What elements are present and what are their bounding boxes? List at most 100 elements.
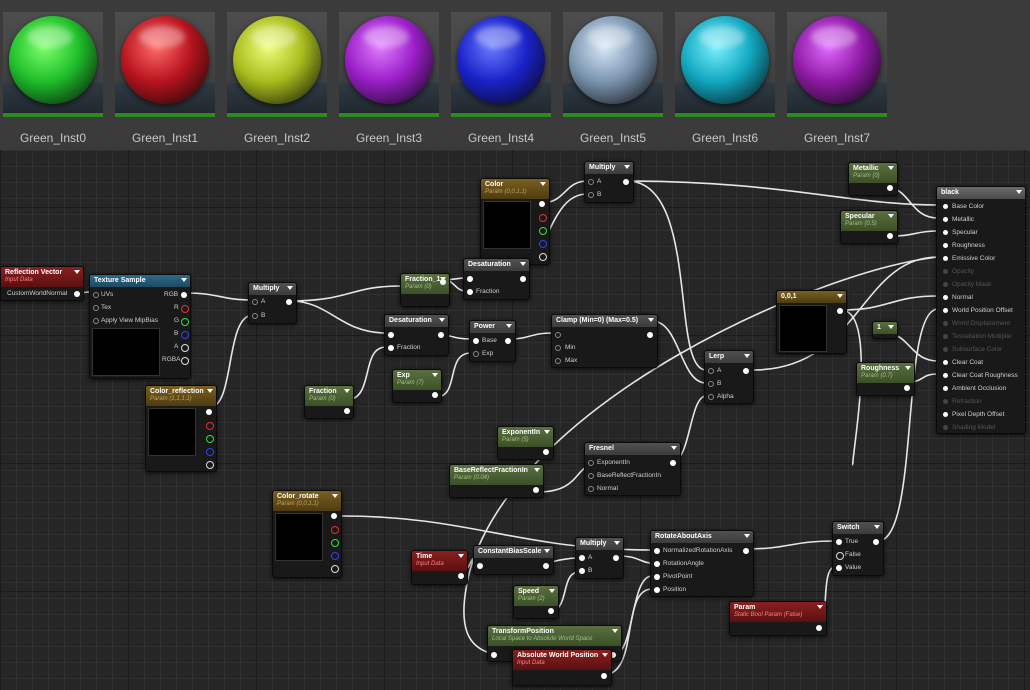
constant-vector-node[interactable]: 0,0,1	[776, 290, 847, 354]
thumbnail-green-inst7[interactable]: Green_Inst7	[787, 12, 887, 147]
output-pin[interactable]	[331, 526, 339, 534]
output-pin[interactable]	[743, 548, 749, 554]
output-pin[interactable]	[539, 227, 547, 235]
material-result-node[interactable]: black Base Color Metallic Specular Rough…	[936, 186, 1026, 434]
input-pin[interactable]	[252, 313, 258, 319]
output-pin[interactable]	[440, 279, 446, 285]
output-pin[interactable]	[887, 185, 893, 191]
output-pin[interactable]	[887, 233, 893, 239]
output-pin[interactable]	[181, 331, 189, 339]
result-pin-metallic[interactable]: Metallic	[943, 216, 974, 223]
output-pin[interactable]	[432, 392, 438, 398]
input-pin[interactable]	[708, 381, 714, 387]
output-pin[interactable]	[816, 625, 822, 631]
result-pin-pixel-depth-offset[interactable]: Pixel Depth Offset	[943, 411, 1004, 418]
thumbnail-green-inst2[interactable]: Green_Inst2	[227, 12, 327, 147]
output-pin[interactable]	[206, 409, 212, 415]
input-pin[interactable]	[708, 368, 714, 374]
multiply-node[interactable]: Multiply A B	[575, 537, 624, 579]
clamp-node[interactable]: Clamp (Min=0) (Max=0.5) Min Max	[551, 314, 658, 368]
thumbnail-green-inst3[interactable]: Green_Inst3	[339, 12, 439, 147]
output-pin[interactable]	[438, 332, 444, 338]
multiply-node[interactable]: Multiply A B	[248, 282, 297, 324]
fresnel-node[interactable]: Fresnel ExponentIn BaseReflectFractionIn…	[584, 442, 681, 496]
output-pin[interactable]	[601, 673, 607, 679]
result-pin-specular[interactable]: Specular	[943, 229, 978, 236]
desaturation-node[interactable]: Desaturation Fraction	[463, 258, 530, 300]
result-pin-clear-coat[interactable]: Clear Coat	[943, 359, 983, 366]
constant-node[interactable]: 1	[872, 321, 898, 339]
result-pin-base-color[interactable]: Base Color	[943, 203, 984, 210]
output-pin[interactable]	[610, 652, 616, 658]
input-pin[interactable]	[588, 473, 594, 479]
result-pin-world-position-offset[interactable]: World Position Offset	[943, 307, 1013, 314]
input-pin[interactable]	[555, 332, 561, 338]
input-pin[interactable]	[588, 192, 594, 198]
rotate-about-axis-node[interactable]: RotateAboutAxis NormalizedRotationAxis R…	[650, 530, 754, 597]
thumbnail-green-inst5[interactable]: Green_Inst5	[563, 12, 663, 147]
output-pin[interactable]	[505, 338, 511, 344]
input-pin[interactable]	[388, 332, 394, 338]
output-pin[interactable]	[331, 513, 337, 519]
output-pin[interactable]	[181, 357, 189, 365]
result-pin-emissive-color[interactable]: Emissive Color	[943, 255, 995, 262]
input-pin[interactable]	[555, 345, 561, 351]
output-pin[interactable]	[331, 539, 339, 547]
thumbnail-green-inst6[interactable]: Green_Inst6	[675, 12, 775, 147]
output-pin[interactable]	[873, 539, 879, 545]
input-pin[interactable]	[473, 338, 479, 344]
static-switch-node[interactable]: Switch True False Value	[832, 521, 884, 576]
result-pin-normal[interactable]: Normal	[943, 294, 973, 301]
input-pin[interactable]	[388, 345, 394, 351]
texture-sample-node[interactable]: Texture Sample UVs Tex Apply View MipBia…	[89, 274, 191, 379]
input-pin[interactable]	[836, 565, 842, 571]
input-pin[interactable]	[654, 548, 660, 554]
output-pin[interactable]	[543, 563, 549, 569]
input-pin[interactable]	[473, 351, 479, 357]
output-pin[interactable]	[670, 460, 676, 466]
result-pin-roughness[interactable]: Roughness	[943, 242, 985, 249]
input-pin[interactable]	[467, 276, 473, 282]
input-pin[interactable]	[491, 652, 497, 658]
output-pin[interactable]	[458, 573, 464, 579]
input-pin[interactable]	[93, 292, 99, 298]
thumbnail-green-inst1[interactable]: Green_Inst1	[115, 12, 215, 147]
input-pin[interactable]	[836, 539, 842, 545]
output-pin[interactable]	[181, 318, 189, 326]
multiply-node[interactable]: Multiply A B	[584, 161, 634, 203]
output-pin[interactable]	[543, 449, 549, 455]
output-pin[interactable]	[548, 608, 554, 614]
input-pin[interactable]	[93, 318, 99, 324]
output-pin[interactable]	[539, 214, 547, 222]
lerp-node[interactable]: Lerp A B Alpha	[704, 350, 754, 404]
input-pin[interactable]	[654, 587, 660, 593]
output-pin[interactable]	[539, 201, 545, 207]
output-pin[interactable]	[904, 385, 910, 391]
output-pin[interactable]	[533, 487, 539, 493]
desaturation-node[interactable]: Desaturation Fraction	[384, 314, 449, 356]
output-pin[interactable]	[331, 565, 339, 573]
result-pin-clear-coat-roughness[interactable]: Clear Coat Roughness	[943, 372, 1018, 379]
output-pin[interactable]	[647, 332, 653, 338]
thumbnail-green-inst0[interactable]: Green_Inst0	[3, 12, 103, 147]
input-pin[interactable]	[588, 179, 594, 185]
output-pin[interactable]	[520, 276, 526, 282]
input-pin[interactable]	[579, 568, 585, 574]
input-pin[interactable]	[467, 289, 473, 295]
input-pin[interactable]	[836, 552, 844, 560]
output-pin[interactable]	[623, 179, 629, 185]
